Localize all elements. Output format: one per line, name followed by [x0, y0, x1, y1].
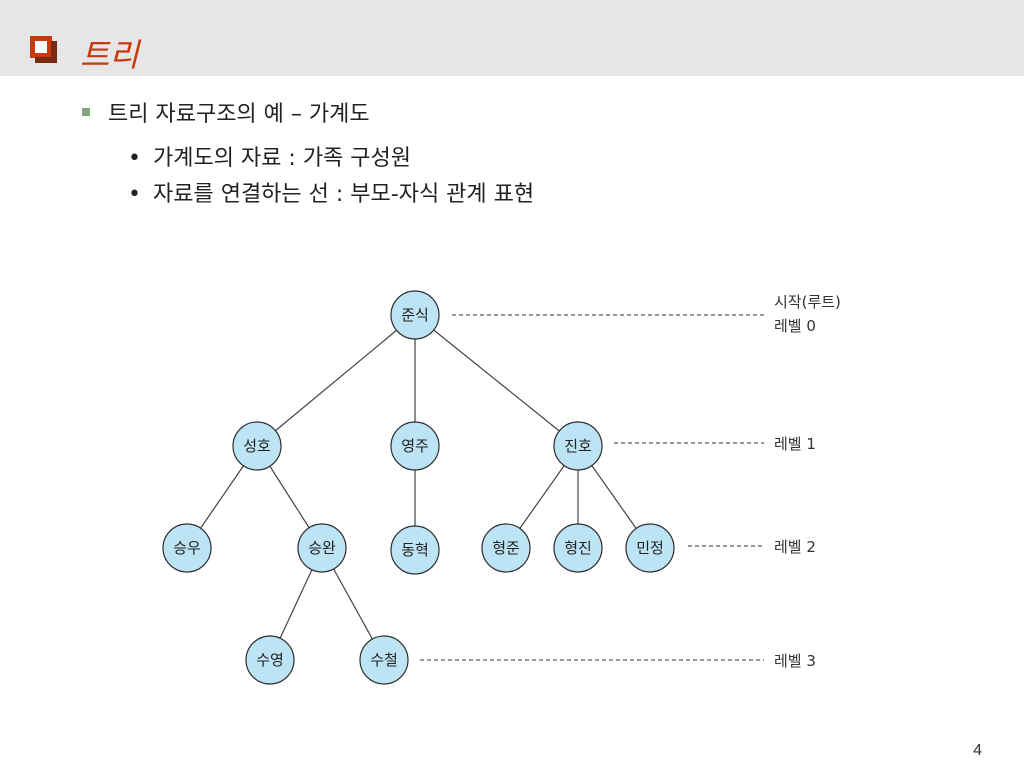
edge-junsik-jinho [414, 314, 579, 447]
node-donghyeok-label: 동혁 [401, 541, 429, 559]
node-seungwoo: 승우 [162, 523, 212, 573]
subbullet-1: • 가계도의 자료 : 가족 구성원 [128, 140, 411, 172]
square-bullet-icon [82, 108, 90, 116]
node-jinho-label: 진호 [564, 437, 592, 455]
level0-label: 레벨 0 [774, 317, 816, 335]
node-seongho-label: 성호 [243, 437, 271, 455]
node-suyeong-label: 수영 [256, 651, 284, 669]
slide-title: 트리 [80, 36, 139, 74]
node-junsik-label: 준식 [401, 306, 429, 324]
edge-junsik-seongho [256, 314, 416, 447]
node-hyeongjin-label: 형진 [564, 539, 592, 557]
bullet-main: 트리 자료구조의 예 – 가계도 [82, 96, 370, 128]
node-seungwan-label: 승완 [308, 539, 336, 557]
node-junsik: 준식 [390, 290, 440, 340]
subbullet-2: • 자료를 연결하는 선 : 부모-자식 관계 표현 [128, 176, 534, 208]
node-minjeong: 민정 [625, 523, 675, 573]
level3-label: 레벨 3 [774, 652, 816, 670]
node-yeongju-label: 영주 [401, 437, 429, 455]
dot-bullet-icon: • [128, 146, 141, 171]
node-donghyeok: 동혁 [390, 525, 440, 575]
node-hyeongjin: 형진 [553, 523, 603, 573]
node-seongho: 성호 [232, 421, 282, 471]
node-sucheol-label: 수철 [370, 651, 398, 669]
bullet-main-text: 트리 자료구조의 예 – 가계도 [108, 102, 370, 127]
node-hyeongjun: 형준 [481, 523, 531, 573]
node-seungwoo-label: 승우 [173, 539, 201, 557]
node-yeongju: 영주 [390, 421, 440, 471]
node-sucheol: 수철 [359, 635, 409, 685]
level1-label: 레벨 1 [774, 435, 816, 453]
node-jinho: 진호 [553, 421, 603, 471]
node-seungwan: 승완 [297, 523, 347, 573]
node-minjeong-label: 민정 [636, 539, 664, 557]
node-suyeong: 수영 [245, 635, 295, 685]
checkbox-bullet-icon [30, 36, 57, 63]
page-number: 4 [973, 742, 982, 759]
subbullet-1-text: 가계도의 자료 : 가족 구성원 [152, 146, 412, 171]
root-start-label: 시작(루트) [774, 293, 841, 311]
node-hyeongjun-label: 형준 [492, 539, 520, 557]
level2-label: 레벨 2 [774, 538, 816, 556]
dot-bullet-icon: • [128, 182, 141, 207]
subbullet-2-text: 자료를 연결하는 선 : 부모-자식 관계 표현 [152, 182, 535, 207]
title-bar [0, 0, 1024, 76]
